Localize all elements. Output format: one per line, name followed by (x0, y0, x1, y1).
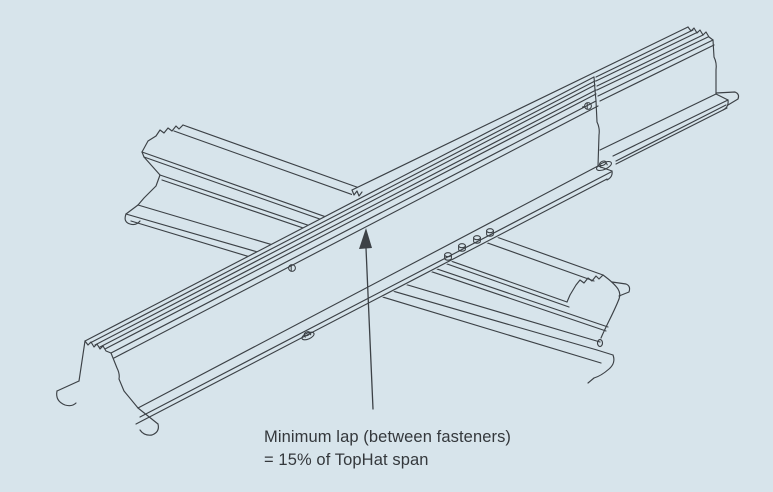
lapped-tophat-rear-batten (351, 26, 740, 197)
web-screw (581, 102, 592, 110)
lap-annotation-text: Minimum lap (between fasteners) = 15% of… (264, 426, 511, 472)
flange-screw (444, 252, 452, 261)
flange-screw (486, 228, 494, 237)
caption-line-1: Minimum lap (between fasteners) (264, 428, 512, 446)
lap-annotation-arrow (359, 228, 374, 410)
lapped-tophat-front-batten (56, 76, 613, 436)
web-screw (288, 264, 296, 272)
washer-screw (596, 160, 612, 172)
washer-screw (301, 331, 315, 341)
flange-screw (458, 243, 466, 252)
caption-line-2: = 15% of TopHat span (264, 451, 429, 469)
flange-screw (473, 235, 481, 244)
fasteners (288, 102, 612, 341)
front-batten-silhouette (57, 27, 739, 435)
